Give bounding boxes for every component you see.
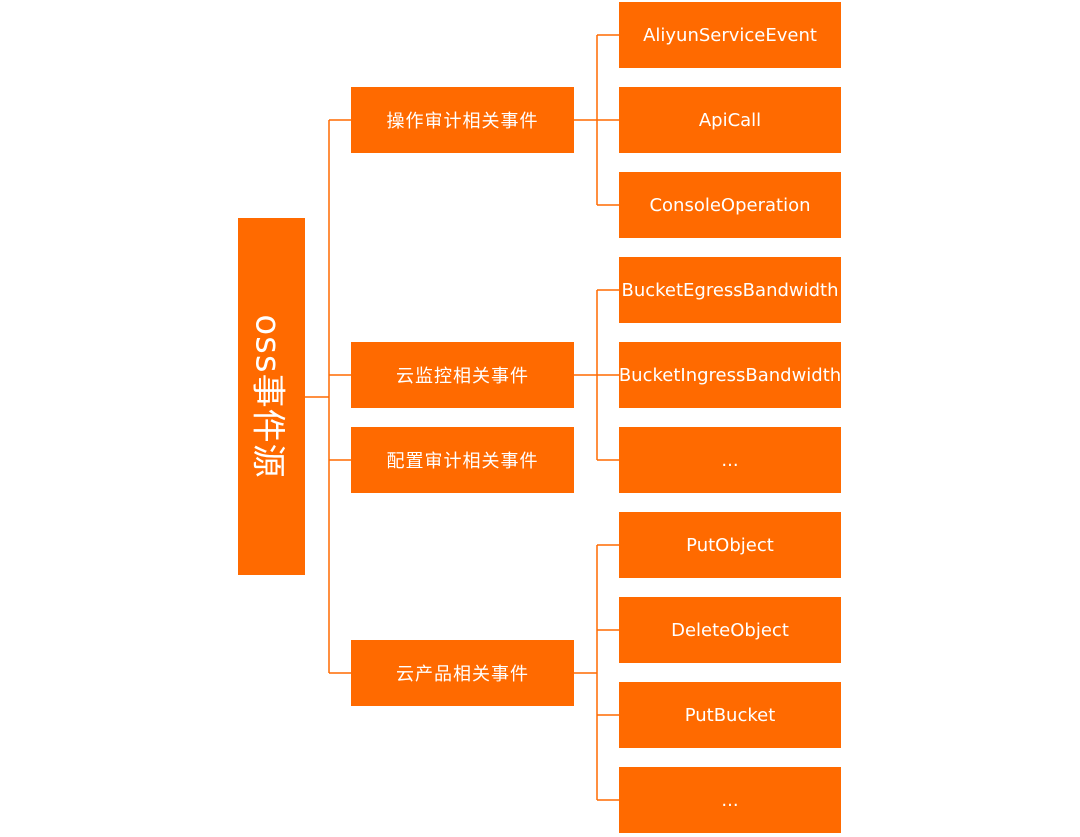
event-label: PutObject	[686, 534, 774, 556]
event-node: PutObject	[619, 512, 841, 578]
category-node-audit: 操作审计相关事件	[351, 87, 574, 153]
event-label: ...	[721, 449, 739, 471]
category-node-cloudmonitor: 云监控相关事件	[351, 342, 574, 408]
event-label: BucketEgressBandwidth	[621, 279, 839, 301]
event-node: ApiCall	[619, 87, 841, 153]
event-node: AliyunServiceEvent	[619, 2, 841, 68]
event-node: BucketIngressBandwidth	[619, 342, 841, 408]
category-label: 云产品相关事件	[396, 664, 529, 685]
event-label: BucketIngressBandwidth	[618, 364, 842, 386]
category-node-product: 云产品相关事件	[351, 640, 574, 706]
event-label: DeleteObject	[671, 619, 789, 641]
event-label: AliyunServiceEvent	[643, 24, 817, 46]
event-node: ConsoleOperation	[619, 172, 841, 238]
category-node-config: 配置审计相关事件	[351, 427, 574, 493]
category-label: 配置审计相关事件	[386, 451, 539, 472]
event-node: DeleteObject	[619, 597, 841, 663]
event-label: ApiCall	[698, 109, 762, 131]
event-label: ConsoleOperation	[649, 194, 811, 216]
category-label: 云监控相关事件	[396, 366, 529, 387]
event-label: PutBucket	[684, 704, 776, 726]
event-node-more: ...	[619, 767, 841, 833]
root-label: oss事件源	[248, 314, 289, 479]
root-node: oss事件源	[238, 218, 305, 575]
event-label: ...	[721, 789, 739, 811]
category-label: 操作审计相关事件	[386, 111, 539, 132]
event-node: BucketEgressBandwidth	[619, 257, 841, 323]
event-node-more: ...	[619, 427, 841, 493]
event-node: PutBucket	[619, 682, 841, 748]
